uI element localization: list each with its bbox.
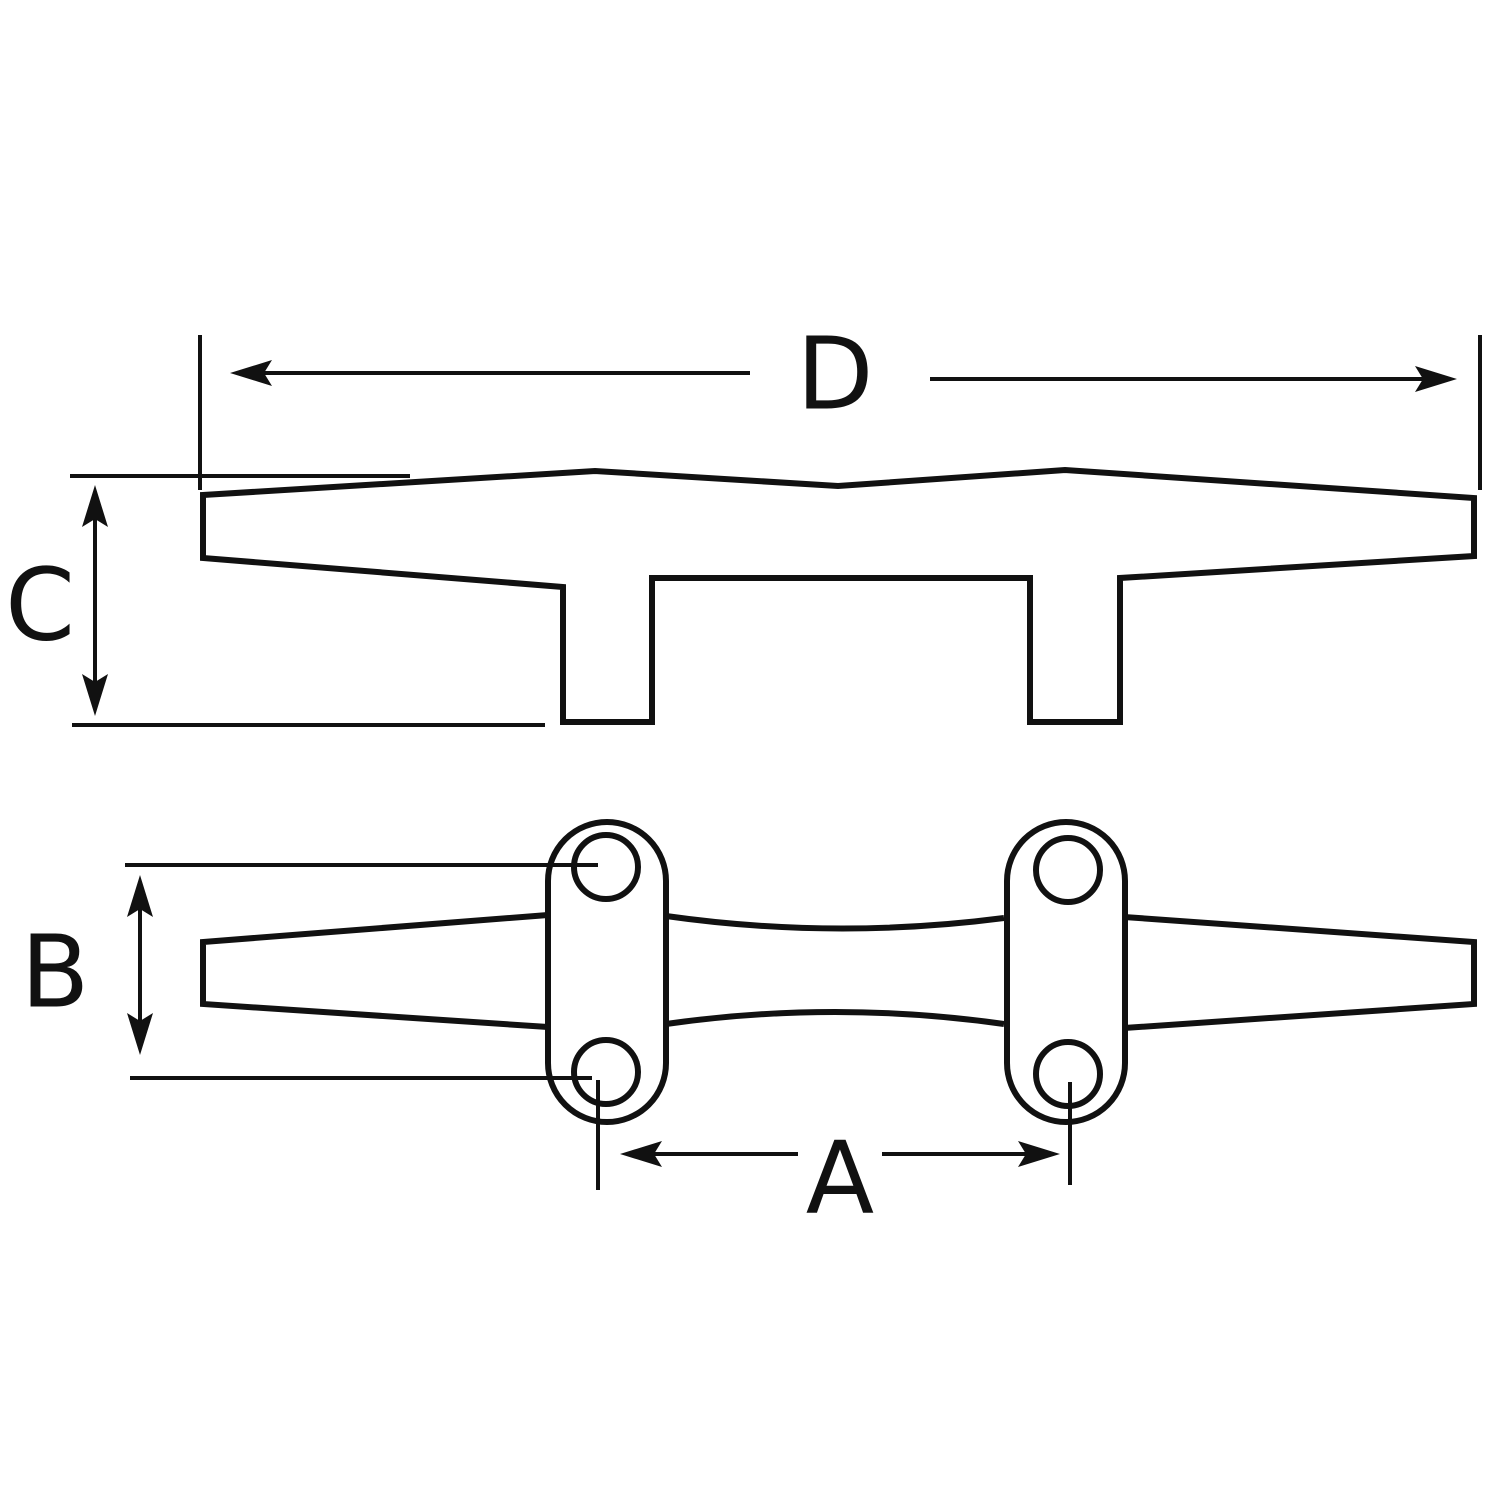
right-base-plate <box>1004 819 1128 1125</box>
a-arrowhead-right <box>1018 1141 1060 1167</box>
top-view-middle-bar <box>665 1009 1005 1027</box>
left-base-plate <box>545 819 669 1125</box>
top-view: B A <box>21 819 1477 1237</box>
d-arrowhead-left <box>230 360 272 386</box>
side-view-cleat-outline <box>200 466 1477 725</box>
top-view-left-horn <box>200 912 549 1030</box>
c-arrowhead-top <box>82 485 108 527</box>
a-arrowhead-left <box>620 1141 662 1167</box>
dimension-label-d: D <box>796 316 873 433</box>
b-arrowhead-bottom <box>127 1013 153 1055</box>
b-arrowhead-top <box>127 875 153 917</box>
side-view: D C <box>5 316 1482 727</box>
d-arrowhead-right <box>1415 366 1457 392</box>
c-arrowhead-bottom <box>82 674 108 716</box>
top-view-middle-bar <box>665 913 1005 932</box>
dimension-label-a: A <box>806 1120 874 1237</box>
right-mounting-hole-top <box>1033 835 1103 905</box>
dimension-label-c: C <box>5 547 75 664</box>
dimension-label-b: B <box>21 914 90 1031</box>
left-mounting-hole-bottom <box>571 1037 641 1107</box>
top-view-right-horn <box>1123 914 1477 1031</box>
